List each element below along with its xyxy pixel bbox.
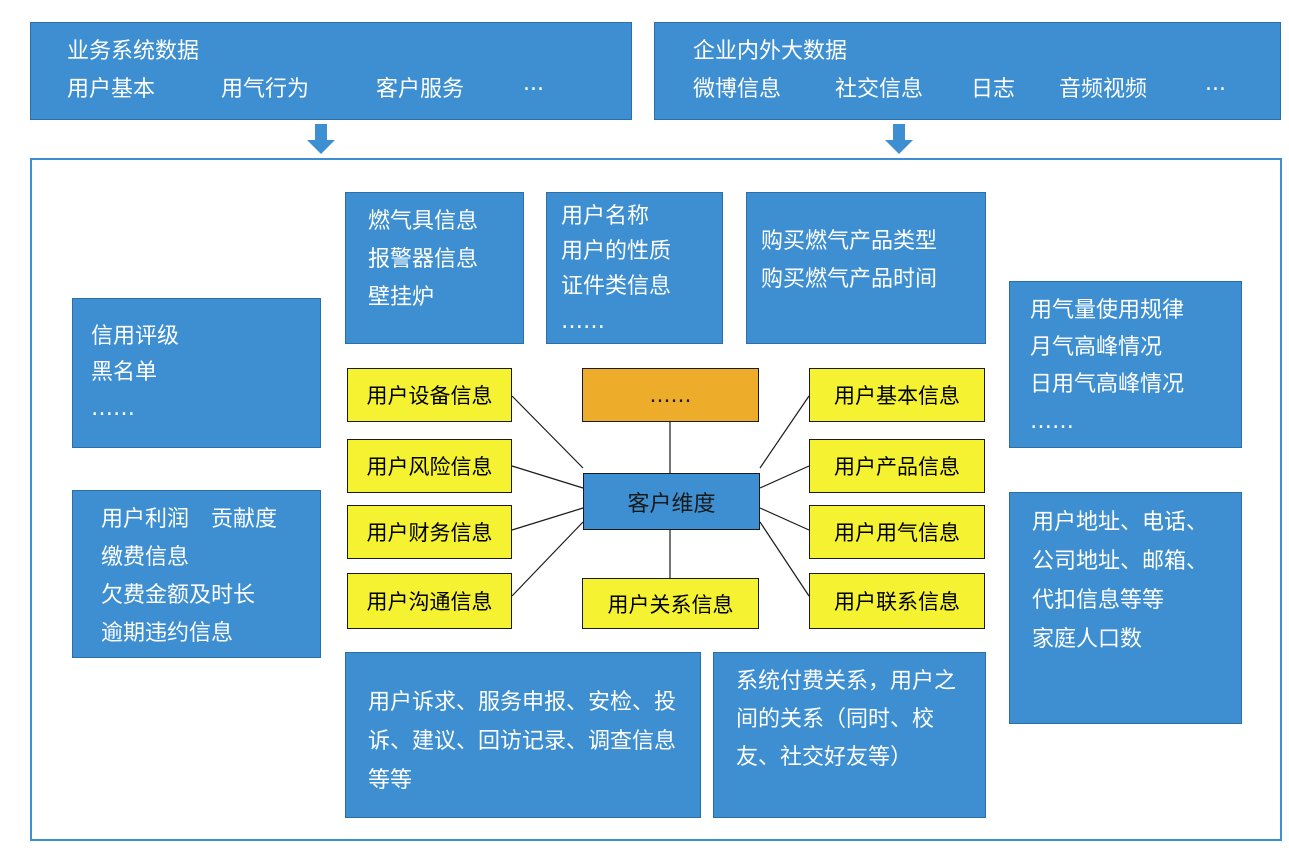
node-gas-usage-info: 用户用气信息 (809, 505, 985, 559)
usage-pattern-box: 用气量使用规律 月气高峰情况 日用气高峰情况 …… (1009, 281, 1242, 448)
credit-info-box: 信用评级 黑名单 …… (72, 298, 321, 448)
more-dimension-node: …… (582, 368, 759, 422)
info-line: 黑名单 (91, 360, 158, 385)
source-item: 日志 (971, 77, 1016, 102)
enterprise-big-data-box: 企业内外大数据 微博信息 社交信息 日志 音频视频 ... (654, 22, 1281, 120)
info-line: 购买燃气产品时间 (761, 267, 938, 292)
info-line: 欠费金额及时长 (101, 583, 256, 608)
info-line: 证件类信息 (561, 274, 672, 299)
info-line: …… (91, 396, 135, 421)
node-communication-info: 用户沟通信息 (347, 573, 512, 629)
down-arrow-icon (307, 124, 335, 154)
source-item: 微博信息 (693, 77, 782, 102)
info-line: 日用气高峰情况 (1030, 372, 1185, 397)
info-line: 用户名称 (561, 204, 650, 229)
node-finance-info: 用户财务信息 (347, 505, 512, 559)
info-text: 系统付费关系，用户之间的关系（同时、校友、社交好友等） (736, 669, 957, 770)
node-product-info: 用户产品信息 (809, 439, 985, 493)
node-risk-info: 用户风险信息 (347, 439, 512, 493)
info-line: 月气高峰情况 (1030, 335, 1163, 360)
info-line: …… (561, 309, 605, 334)
source-item: ... (1205, 71, 1226, 96)
source-item: 社交信息 (835, 77, 924, 102)
source-item: 音频视频 (1059, 77, 1148, 102)
info-text: 用户诉求、服务申报、安检、投诉、建议、回访记录、调查信息等等 (368, 690, 677, 793)
node-contact-info: 用户联系信息 (809, 573, 985, 629)
relation-info-box: 系统付费关系，用户之间的关系（同时、校友、社交好友等） (713, 652, 986, 818)
business-system-data-box: 业务系统数据 用户基本 用气行为 客户服务 ... (30, 22, 632, 120)
info-line: 用户的性质 (561, 239, 672, 264)
info-line: 逾期违约信息 (101, 621, 234, 646)
appliance-info-box: 燃气具信息 报警器信息 壁挂炉 (345, 192, 524, 344)
contact-detail-box: 用户地址、电话、公司地址、邮箱、代扣信息等等 家庭人口数 (1009, 492, 1242, 724)
info-line: 购买燃气产品类型 (761, 229, 938, 254)
source-item: 用气行为 (221, 77, 310, 102)
user-name-info-box: 用户名称 用户的性质 证件类信息 …… (546, 192, 723, 344)
product-info-box: 购买燃气产品类型 购买燃气产品时间 (746, 192, 986, 344)
info-line: …… (1030, 409, 1074, 434)
service-info-box: 用户诉求、服务申报、安检、投诉、建议、回访记录、调查信息等等 (345, 652, 701, 818)
info-line: 缴费信息 (101, 545, 190, 570)
info-line: 用气量使用规律 (1030, 298, 1185, 323)
finance-detail-box: 用户利润 贡献度 缴费信息 欠费金额及时长 逾期违约信息 (72, 490, 321, 658)
down-arrow-icon (885, 124, 913, 154)
customer-dimension-center: 客户维度 (583, 473, 760, 530)
info-line: 信用评级 (91, 324, 180, 349)
node-device-info: 用户设备信息 (347, 368, 512, 422)
info-line: 用户利润 贡献度 (101, 507, 278, 532)
info-text: 家庭人口数 (1032, 627, 1143, 652)
source-item: 用户基本 (67, 77, 156, 102)
source-item: 客户服务 (376, 77, 465, 102)
business-system-data-title: 业务系统数据 (67, 39, 200, 64)
enterprise-big-data-title: 企业内外大数据 (693, 39, 848, 64)
source-item: ... (523, 71, 544, 96)
info-line: 报警器信息 (368, 247, 479, 272)
info-line: 壁挂炉 (368, 285, 435, 310)
info-line: 燃气具信息 (368, 209, 479, 234)
node-relationship-info: 用户关系信息 (582, 578, 759, 629)
node-basic-info: 用户基本信息 (809, 368, 985, 422)
info-text: 用户地址、电话、公司地址、邮箱、代扣信息等等 (1032, 510, 1209, 613)
